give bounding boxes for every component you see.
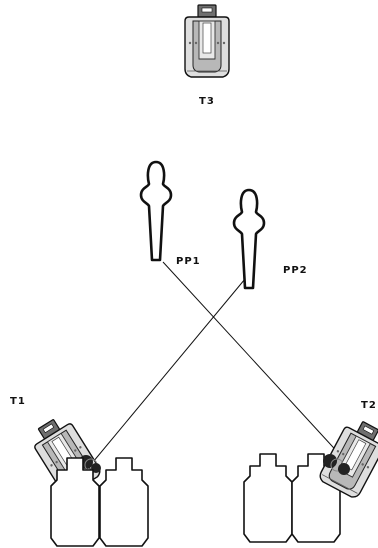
popper-target-icon	[232, 188, 266, 290]
thrower-t3	[184, 4, 230, 78]
label-t3: T3	[199, 96, 215, 107]
popper-pp2	[232, 188, 266, 290]
popper-target-icon	[139, 160, 173, 262]
disc-stack-t2	[323, 454, 350, 475]
label-t1: T1	[10, 396, 26, 407]
label-t2: T2	[361, 400, 377, 411]
label-pp1: PP1	[176, 256, 201, 267]
silhouette-target-icon	[50, 457, 100, 547]
label-pp2: PP2	[283, 265, 308, 276]
line-t2-to-pp1	[162, 261, 344, 459]
silhouette-t1-left	[50, 457, 100, 547]
silhouette-t1-right	[99, 457, 149, 547]
silhouette-target-icon	[243, 453, 293, 543]
popper-pp1	[139, 160, 173, 262]
line-t1-to-pp2	[87, 278, 246, 469]
silhouette-target-icon	[99, 457, 149, 547]
silhouette-t2-left	[243, 453, 293, 543]
target-thrower-icon	[184, 4, 230, 78]
